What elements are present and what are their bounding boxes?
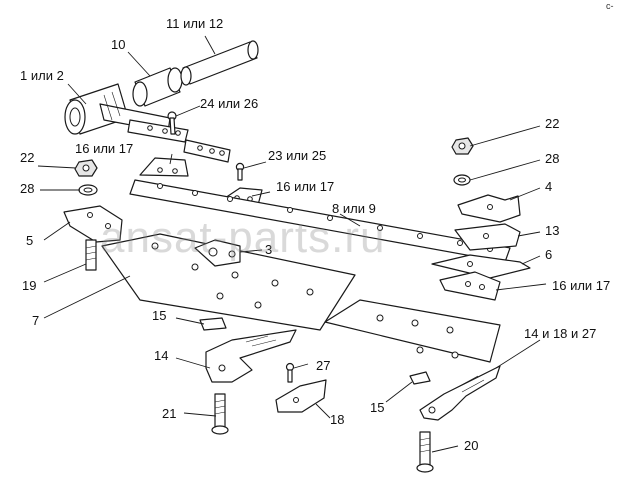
callout-24-or-26: 24 или 26 xyxy=(200,96,258,111)
washer-28-right xyxy=(453,174,471,186)
guard-14-left xyxy=(205,329,297,383)
plate-15-left xyxy=(199,317,227,331)
callout-15-left: 15 xyxy=(152,308,166,323)
knife-bar-7-right xyxy=(324,299,501,363)
callout-11-or-12: 11 или 12 xyxy=(166,16,223,31)
plate-15-right xyxy=(409,371,431,385)
callout-21: 21 xyxy=(162,406,176,421)
guard-14-right-assembly xyxy=(419,365,501,421)
callout-16-or-17-upper: 16 или 17 xyxy=(75,141,133,156)
bolt-27 xyxy=(285,362,295,383)
callout-22-left: 22 xyxy=(20,150,34,165)
callout-3: 3 xyxy=(265,242,272,257)
callout-7: 7 xyxy=(32,313,39,328)
plate-18 xyxy=(275,379,327,413)
leader-lines xyxy=(37,35,547,453)
callout-18: 18 xyxy=(330,412,344,427)
knife-bar-7 xyxy=(101,233,356,331)
nut-22-left xyxy=(74,159,98,177)
callout-15-right: 15 xyxy=(370,400,384,415)
pin-11-or-12 xyxy=(180,40,259,86)
bolt-24-or-26 xyxy=(167,111,177,135)
plate-upper-left xyxy=(127,119,189,143)
callout-13: 13 xyxy=(545,223,559,238)
callout-14-and-18-and-27: 14 и 18 и 27 xyxy=(524,326,596,341)
callout-4: 4 xyxy=(545,179,552,194)
callout-16-or-17-right: 16 или 17 xyxy=(552,278,610,293)
corner-mark: c- xyxy=(606,1,614,11)
bracket-4 xyxy=(457,194,521,223)
bolt-21 xyxy=(211,393,229,435)
bracket-16-or-17-right xyxy=(439,271,501,301)
bolt-19 xyxy=(85,239,97,271)
callout-labels: 1 или 2 10 11 или 12 24 или 26 16 или 17… xyxy=(20,16,610,453)
bracket-6 xyxy=(431,254,531,279)
sleeve-10 xyxy=(132,67,183,107)
callout-5: 5 xyxy=(26,233,33,248)
bracket-16-or-17-upper xyxy=(139,157,189,177)
callout-14: 14 xyxy=(154,348,168,363)
callout-19: 19 xyxy=(22,278,36,293)
callout-16-or-17-middle: 16 или 17 xyxy=(276,179,334,194)
bracket-13 xyxy=(454,223,521,251)
callout-28-right: 28 xyxy=(545,151,559,166)
bolt-23-or-25 xyxy=(235,162,245,181)
watermark-text: ansat-parts.ru xyxy=(100,213,385,262)
bracket-5 xyxy=(63,205,123,243)
connector-3 xyxy=(194,239,241,267)
washer-28-left xyxy=(78,184,98,196)
callout-20: 20 xyxy=(464,438,478,453)
callout-28-left: 28 xyxy=(20,181,34,196)
callout-22-right: 22 xyxy=(545,116,559,131)
callout-6: 6 xyxy=(545,247,552,262)
plate-upper-middle xyxy=(183,139,231,163)
nut-22-right xyxy=(451,137,474,155)
callout-27: 27 xyxy=(316,358,330,373)
bolt-20 xyxy=(416,431,434,473)
callout-1-or-2: 1 или 2 xyxy=(20,68,64,83)
callout-8-or-9: 8 или 9 xyxy=(332,201,376,216)
callout-23-or-25: 23 или 25 xyxy=(268,148,326,163)
callout-10: 10 xyxy=(111,37,125,52)
